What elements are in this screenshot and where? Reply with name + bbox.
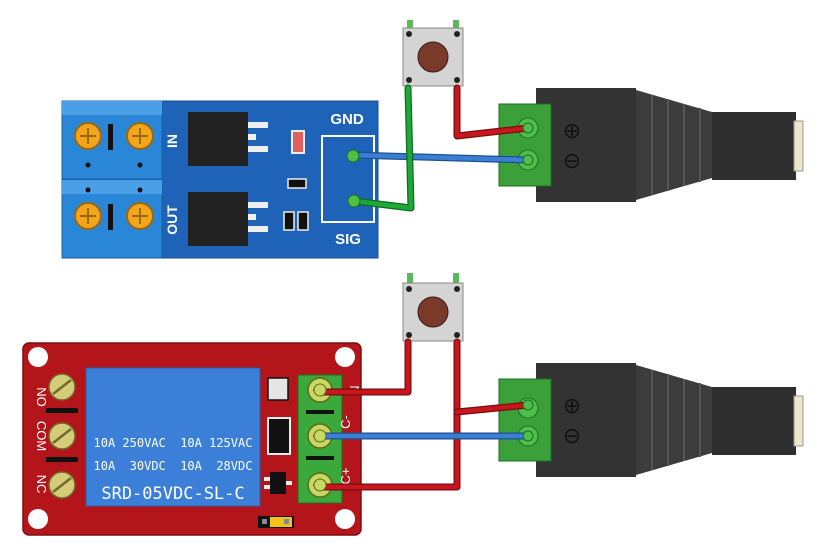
wire-red [317,339,460,490]
minus-symbol: ⊖ [563,148,581,173]
push-button-icon[interactable] [402,273,464,342]
wire-green [351,85,414,211]
relay-model: SRD-05VDC-SL-C [101,484,244,504]
mosfet-transistor-bottom [188,192,268,246]
com-label: COM [34,421,49,451]
in-screw-terminal [61,100,163,180]
minus-symbol: ⊖ [563,423,581,448]
relay-rating-1: 10A 250VAC 10A 125VAC [94,436,253,450]
out-label: OUT [164,205,180,235]
mosfet-transistor-top [188,112,268,166]
led-red [291,130,305,154]
wire-red [454,85,531,139]
relay-resistor [267,377,289,401]
mosfet-module: IN OUT GND SIG [61,100,379,259]
relay-body: 10A 250VAC 10A 125VAC 10A 30VDC 10A 28VD… [85,367,261,507]
bottom-wires [313,338,534,492]
pin-c-plus-label: C+ [338,468,353,485]
dc-barrel-jack-icon: ⊕ ⊖ [498,88,804,202]
wire-blue [349,152,531,163]
pin-c-minus-label: C- [338,415,353,429]
relay-diode [267,417,291,455]
out-screw-terminal [61,179,163,259]
smd-resistor [287,178,307,189]
dc-barrel-jack-icon: ⊕ ⊖ [498,363,804,477]
relay-transistor [264,472,292,494]
in-label: IN [164,134,180,148]
plus-symbol: ⊕ [563,118,581,143]
plus-symbol: ⊕ [563,393,581,418]
wire-red [317,339,411,395]
relay-module: NO COM NC 10A 250VAC 10A 125VAC 10A 30VD… [22,342,362,536]
nc-label: NC [34,475,49,494]
relay-output-terminal [46,373,78,499]
jumper-header [258,516,294,528]
top-wires [346,84,534,212]
relay-rating-2: 10A 30VDC 10A 28VDC [94,459,253,473]
wire-red [454,402,531,415]
smd-component-pair [283,211,309,231]
push-button-icon[interactable] [402,20,464,87]
no-label: NO [34,387,49,407]
sig-label: SIG [335,231,361,248]
signal-header [321,135,375,223]
gnd-label: GND [330,111,364,128]
